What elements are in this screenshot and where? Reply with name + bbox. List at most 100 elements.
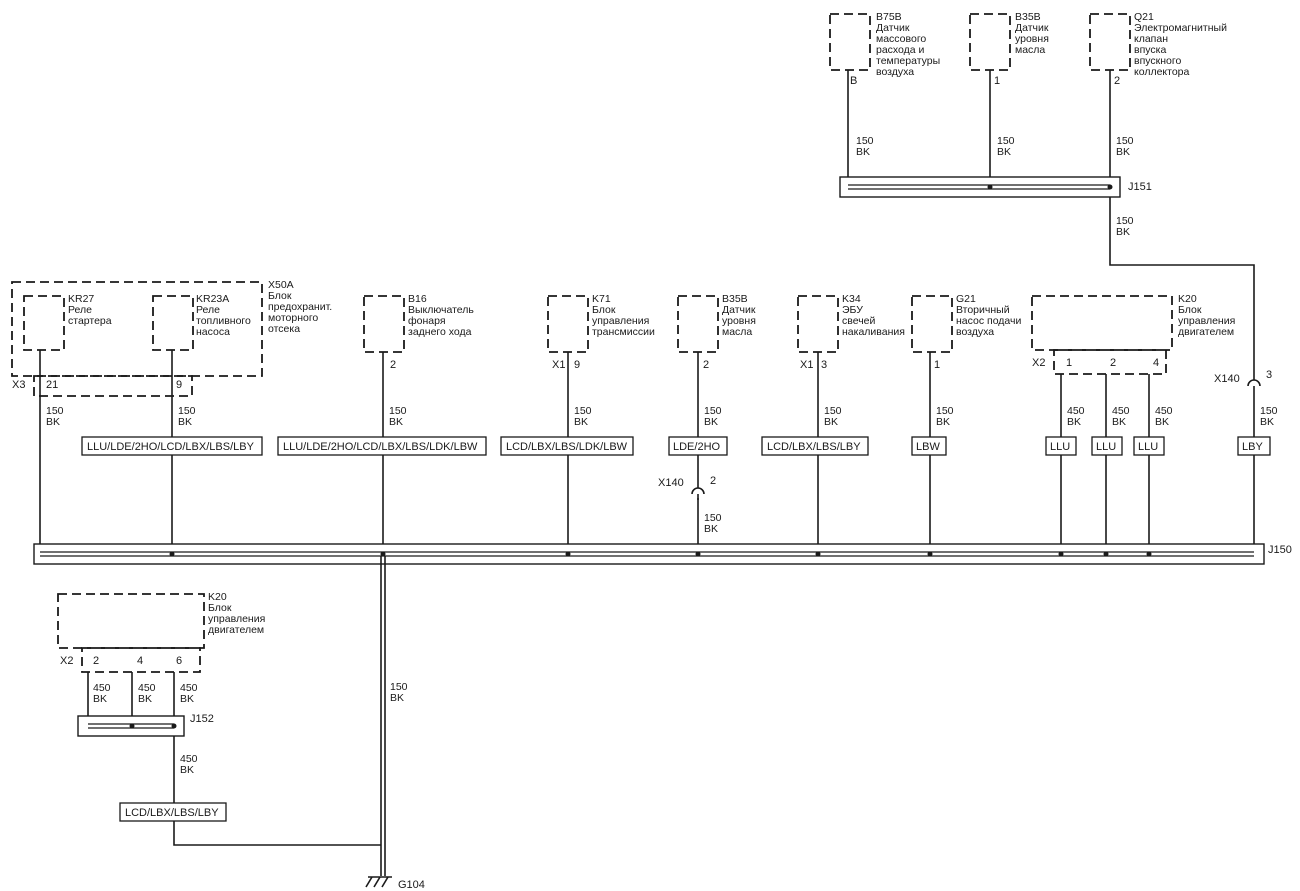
splice-dot	[1103, 551, 1109, 557]
component-desc: Датчик	[1015, 22, 1049, 34]
wire-size: 150	[1116, 215, 1134, 227]
wire-size: 150	[1260, 405, 1278, 417]
wire-color: BK	[824, 416, 838, 428]
option-box	[81, 436, 263, 456]
splice-j151-label: J151	[1128, 181, 1152, 193]
component-b35b-top-id: B35B	[1015, 11, 1041, 23]
component-b16-id: B16	[408, 293, 427, 305]
component-desc: ЭБУ	[842, 304, 863, 316]
option-label: LLU/LDE/2HO/LCD/LBX/LBS/LBY	[87, 441, 255, 453]
wire-size: 450	[180, 753, 198, 765]
ground-hatch	[365, 876, 373, 888]
component-k20-bottom-box	[57, 593, 205, 649]
wire	[173, 736, 381, 846]
splice-dot	[171, 723, 177, 729]
splice-j152: J152	[77, 713, 214, 737]
option-label: LLU	[1096, 441, 1116, 453]
connector-label: X3	[12, 379, 25, 391]
component-k20-top-id: K20	[1178, 293, 1197, 305]
connector-label: X140	[658, 477, 684, 489]
component-desc: насоса	[196, 326, 230, 338]
wire-size: 150	[704, 512, 722, 524]
ground-g104-label: G104	[398, 879, 425, 891]
wire-color: BK	[936, 416, 950, 428]
wire-size: 450	[1067, 405, 1085, 417]
connector-label: X2	[60, 655, 73, 667]
wire	[1109, 197, 1255, 380]
wire-color: BK	[574, 416, 588, 428]
wire-color: BK	[93, 693, 107, 705]
component-x50a-id: X50A	[268, 279, 294, 291]
component-kr23a-box	[152, 295, 194, 351]
component-desc: Реле	[196, 304, 220, 316]
option-label: LCD/LBX/LBS/LBY	[767, 441, 861, 453]
wire-size: 150	[856, 135, 874, 147]
component-desc: управления	[208, 613, 265, 625]
connector-x140-right: X140 3	[1214, 369, 1272, 396]
component-desc: клапан	[1134, 33, 1168, 45]
inline-connector-symbol	[1247, 379, 1261, 387]
component-desc: фонаря	[408, 315, 446, 327]
component-desc: Электромагнитный	[1134, 22, 1227, 34]
splice-dot	[987, 184, 993, 190]
wire-color: BK	[46, 416, 60, 428]
wire-color: BK	[704, 523, 718, 535]
splice-dot	[1146, 551, 1152, 557]
component-g21: G21 Вторичный насос подачи воздуха 1	[911, 293, 1022, 371]
option-label: LCD/LBX/LBS/LBY	[125, 807, 219, 819]
wire-size: 150	[390, 681, 408, 693]
option-label: LLU	[1050, 441, 1070, 453]
component-desc: впускного	[1134, 55, 1181, 67]
wire-color: BK	[1116, 146, 1130, 158]
component-desc: управления	[1178, 315, 1235, 327]
component-desc: впуска	[1134, 44, 1166, 56]
component-b16: B16 Выключатель фонаря заднего хода 2	[363, 293, 474, 371]
splice-j150-label: J150	[1268, 544, 1292, 556]
component-desc: воздуха	[956, 326, 994, 338]
option-box	[500, 436, 634, 456]
splice-dot	[1107, 184, 1113, 190]
component-g21-box	[911, 295, 953, 353]
pin-label: 9	[574, 359, 580, 371]
component-desc: свечей	[842, 315, 876, 327]
component-b75b-desc: температуры	[876, 55, 940, 67]
option-box	[761, 436, 869, 456]
wire-size: 150	[178, 405, 196, 417]
option-label: LCD/LBX/LBS/LDK/LBW	[506, 441, 628, 453]
wire-color: BK	[1155, 416, 1169, 428]
wire-color: BK	[1260, 416, 1274, 428]
pin-label: 4	[137, 655, 143, 667]
component-b75b-desc: массового	[876, 33, 926, 45]
pin-label: 2	[710, 475, 716, 487]
pin-label: 2	[1110, 357, 1116, 369]
option-box	[1091, 436, 1123, 456]
pin-label: 2	[703, 359, 709, 371]
wire-labels-middle: 150 BK 150 BK 150 BK 150 BK 150 BK 150 B…	[46, 405, 1278, 535]
option-labels: LLU/LDE/2HO/LCD/LBX/LBS/LBY LLU/LDE/2HO/…	[81, 436, 1271, 456]
wire-color: BK	[856, 146, 870, 158]
component-q21-box	[1089, 13, 1131, 71]
wire-color: BK	[1116, 226, 1130, 238]
connector-x140-mid: X140 2	[658, 475, 716, 500]
option-label: LDE/2HO	[673, 441, 721, 453]
option-box	[1133, 436, 1165, 456]
pin-label: 9	[176, 379, 182, 391]
wire-color: BK	[1067, 416, 1081, 428]
component-k71: K71 Блок управления трансмиссии X1 9	[547, 293, 655, 371]
component-desc: Выключатель	[408, 304, 474, 316]
component-desc: топливного	[196, 315, 251, 327]
splice-j151-outline	[839, 176, 1121, 198]
pin-label: 3	[1266, 369, 1272, 381]
wire-size: 150	[936, 405, 954, 417]
component-desc: стартера	[68, 315, 112, 327]
component-kr27-id: KR27	[68, 293, 94, 305]
splice-dot	[927, 551, 933, 557]
option-box	[668, 436, 728, 456]
wire-size: 450	[93, 682, 111, 694]
component-kr27: KR27 Реле стартера X3 21	[12, 293, 112, 391]
splice-j151: J151	[839, 176, 1152, 198]
pin-label: 6	[176, 655, 182, 667]
wire-color: BK	[180, 693, 194, 705]
option-label: LBW	[916, 441, 940, 453]
component-kr23a: KR23A Реле топливного насоса 9	[152, 293, 251, 391]
